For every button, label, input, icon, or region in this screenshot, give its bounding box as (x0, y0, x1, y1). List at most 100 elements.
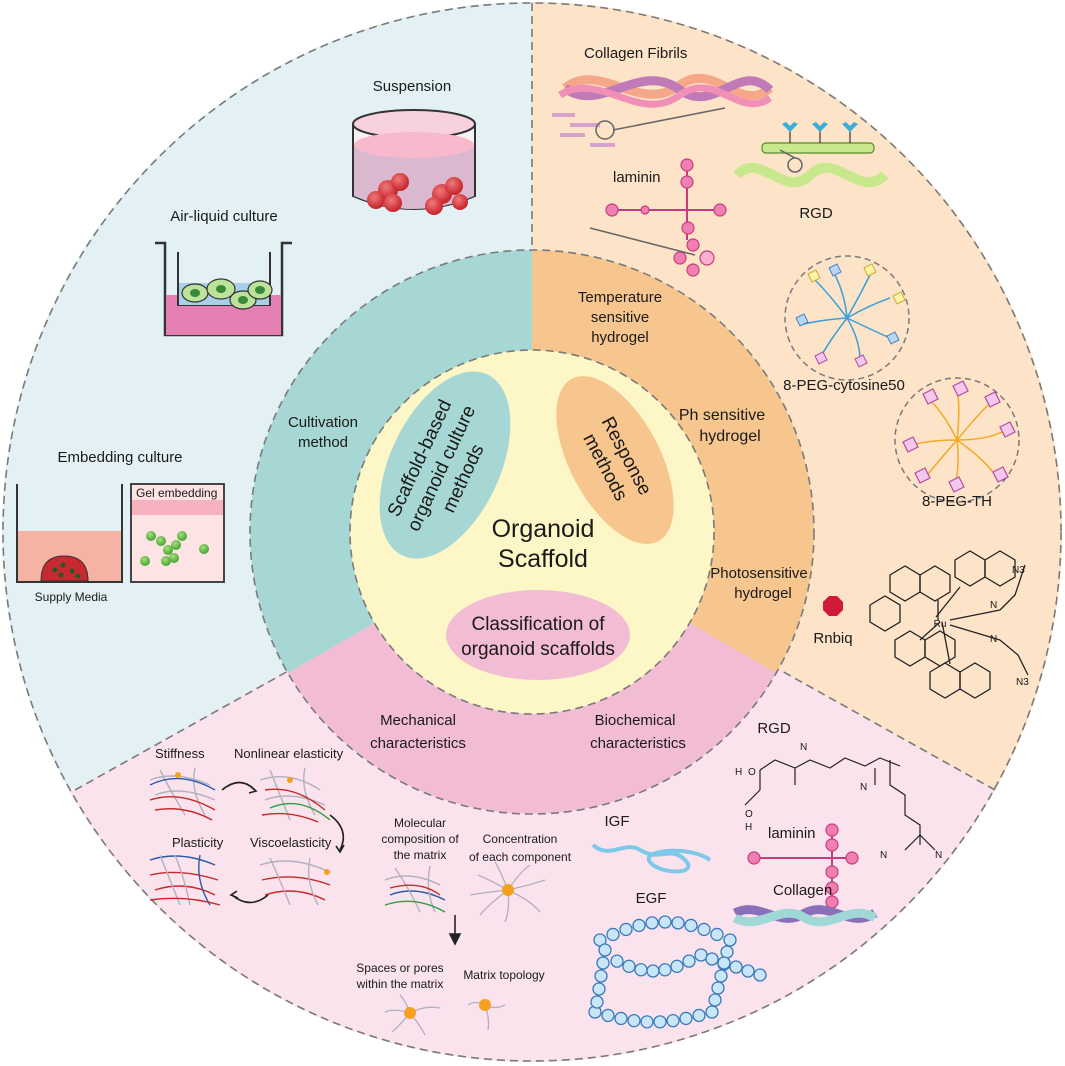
egf-bead (594, 969, 608, 983)
egf-bead (601, 1008, 615, 1023)
egf-bead (658, 915, 672, 929)
molecular-composition-illustration (384, 865, 446, 913)
response-ellipse (556, 376, 674, 544)
egf-bead (753, 968, 767, 982)
scaffold-ellipse (379, 371, 511, 559)
cultivation-label-2: method (298, 434, 348, 451)
air-liquid-illustration (155, 241, 292, 337)
egf-bead (705, 1005, 719, 1019)
egf-bead (710, 927, 724, 942)
biochem-laminin-illustration (747, 823, 859, 909)
photo-label-2: hydrogel (734, 585, 792, 602)
rnbiq-label: Rnbiq (813, 630, 852, 647)
rgd-molecule-structure (744, 757, 936, 851)
mech-label-1: Mechanical (380, 712, 456, 729)
egf-bead (634, 963, 648, 977)
egf-bead (592, 982, 606, 996)
mech-label-2: characteristics (370, 735, 466, 752)
egf-bead (708, 993, 722, 1007)
collagen-fibrils-label: Collagen Fibrils (584, 45, 687, 62)
ru-atom: Ru (934, 619, 947, 630)
n-atom-4: N (860, 782, 867, 793)
classification-label-2: organoid scaffolds (461, 639, 615, 660)
egf-bead (705, 952, 719, 966)
supply-media-label: Supply Media (35, 590, 108, 604)
egf-bead (606, 927, 620, 942)
egf-bead (614, 1011, 628, 1026)
photo-label-1: Photosensitive (710, 565, 808, 582)
center-title-1: Organoid (492, 515, 595, 543)
molecular-label-2: composition of (381, 832, 459, 846)
egf-bead (692, 1008, 706, 1023)
egf-bead (619, 922, 633, 937)
n3-label-2: N3 (1016, 677, 1029, 688)
peg-cytosine-label: 8-PEG-cytosine50 (783, 377, 905, 394)
egf-bead (682, 954, 696, 968)
h-atom-1: H (735, 767, 742, 778)
divider-left (74, 669, 291, 791)
viscoelasticity-label: Viscoelasticity (250, 835, 332, 850)
peg-cytosine-illustration (784, 255, 910, 381)
egf-bead (711, 981, 725, 995)
molecular-label-3: the matrix (394, 848, 447, 862)
embedding-illustration (16, 483, 225, 583)
egf-bead (658, 963, 672, 977)
n3-label-1: N3 (1012, 565, 1025, 576)
topology-illustration (467, 999, 506, 1031)
igf-curve-illustration (591, 843, 712, 874)
temp-label-1: Temperature (578, 289, 662, 306)
nonlinear-network-illustration (259, 767, 331, 823)
spaces-label-1: Spaces or pores (356, 961, 443, 975)
egf-bead (622, 959, 636, 973)
egf-label: EGF (636, 890, 667, 907)
nonlinear-label: Nonlinear elasticity (234, 746, 344, 761)
response-rgd-label: RGD (799, 205, 833, 222)
plasticity-label: Plasticity (172, 835, 224, 850)
biochem-rgd-label: RGD (757, 720, 791, 737)
suspension-dish-illustration (352, 109, 476, 215)
n-atom-5: N (880, 850, 887, 861)
bio-label-2: characteristics (590, 735, 686, 752)
temp-label-3: hydrogel (591, 329, 649, 346)
response-laminin-label: laminin (613, 169, 661, 186)
rgd-peptide-illustration (733, 122, 889, 188)
topology-label: Matrix topology (463, 968, 544, 982)
egf-bead (666, 1014, 680, 1028)
stiffness-label: Stiffness (155, 746, 205, 761)
egf-bead (627, 1014, 641, 1028)
laminin-illustration (589, 158, 727, 277)
egf-bead (717, 956, 731, 970)
molecular-label-1: Molecular (394, 816, 446, 830)
rnbiq-octagon-icon (823, 596, 843, 616)
biochem-collagen-illustration (732, 905, 878, 927)
egf-bead (723, 933, 737, 947)
egf-bead (645, 916, 659, 930)
suspension-label: Suspension (373, 78, 451, 95)
n-atom-2: N (990, 634, 997, 645)
divider-right (779, 669, 996, 791)
concentration-label-2: of each component (469, 850, 572, 864)
o-atom-1: O (748, 767, 756, 778)
center-title-2: Scaffold (498, 545, 588, 573)
bio-label-1: Biochemical (595, 712, 676, 729)
cultivation-label-1: Cultivation (288, 414, 358, 431)
plasticity-network-illustration (149, 854, 221, 906)
n-atom-6: N (935, 850, 942, 861)
collagen-fibril-illustration (552, 73, 774, 147)
egf-bead (697, 922, 711, 937)
egf-bead (640, 1015, 654, 1029)
peg-th-label: 8-PEG-TH (922, 493, 992, 510)
egf-bead (646, 964, 660, 978)
egf-bead (598, 943, 612, 957)
stiffness-network-illustration (149, 767, 216, 821)
h-atom-2: H (745, 822, 752, 833)
o-atom-2: O (745, 809, 753, 820)
egf-bead (714, 969, 728, 983)
egf-bead (729, 960, 743, 974)
biochem-collagen-label: Collagen (773, 882, 832, 899)
concentration-illustration (469, 861, 546, 923)
rnbiq-structure-illustration (869, 550, 1029, 699)
egf-bead (720, 945, 734, 959)
temp-label-2: sensitive (591, 309, 649, 326)
